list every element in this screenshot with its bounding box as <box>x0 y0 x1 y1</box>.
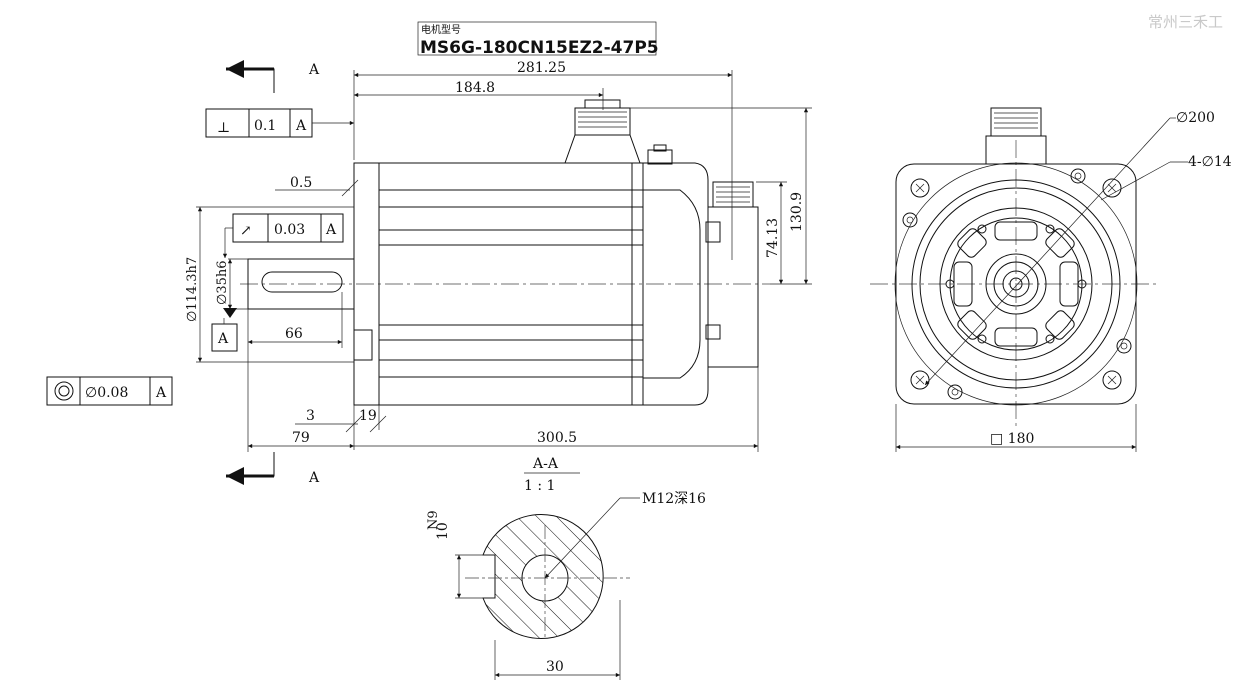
section-title: A-A <box>532 456 559 472</box>
front-dimensions: ∅200 4-∅14 □ 180 <box>895 110 1232 452</box>
dim-overall-length-top: 281.25 <box>517 60 566 76</box>
section-key-tolerance: N9 <box>426 510 441 530</box>
power-connector <box>564 99 641 164</box>
runout-frame: ↗ 0.03 A <box>222 213 344 258</box>
dim-key-length: 66 <box>285 326 303 342</box>
svg-text:⊥: ⊥ <box>217 120 230 136</box>
dim-bolt-circle: ∅200 <box>1176 110 1215 126</box>
dim-shaft-length: 79 <box>292 430 310 446</box>
dim-flange-thickness: 19 <box>359 408 377 424</box>
flange-square <box>895 163 1137 405</box>
perpendicularity-frame: ⊥ 0.1 A <box>205 108 354 138</box>
svg-text:0.1: 0.1 <box>254 118 276 134</box>
section-letter-bottom: A <box>308 470 320 486</box>
side-view <box>240 99 770 406</box>
svg-text:A: A <box>155 385 167 401</box>
svg-text:↗: ↗ <box>240 223 252 239</box>
dim-encoder-height: 130.9 <box>789 192 805 232</box>
dim-pilot-diameter: ∅114.3h7 <box>185 257 200 322</box>
svg-text:A: A <box>325 222 337 238</box>
front-view <box>870 107 1188 430</box>
svg-text:0.03: 0.03 <box>274 222 305 238</box>
rear-cap <box>642 162 709 406</box>
model-label: 电机型号 MS6G-180CN15EZ2-47P5 <box>417 21 659 58</box>
dim-shoulder: 3 <box>306 408 315 424</box>
shaft-key <box>261 271 343 293</box>
svg-text:∅0.08: ∅0.08 <box>85 385 128 401</box>
dim-body-length: 300.5 <box>537 430 577 446</box>
side-dimensions: 281.25 184.8 130.9 74.13 0.5 ∅114.3h7 ∅3… <box>185 60 812 452</box>
encoder-connector <box>705 181 759 368</box>
section-diameter: 30 <box>546 659 564 675</box>
concentricity-frame: ∅0.08 A <box>46 376 173 406</box>
dim-flange-square: □ 180 <box>990 431 1034 447</box>
section-scale: 1 : 1 <box>524 478 555 494</box>
model-caption: 电机型号 <box>421 23 461 36</box>
section-view: A-A 1 : 1 M12深16 10 N9 30 <box>426 456 706 680</box>
section-letter-top: A <box>308 62 320 78</box>
section-marker-bottom: A <box>226 452 320 486</box>
dim-mount-holes: 4-∅14 <box>1188 154 1232 170</box>
dim-shaft-diameter: ∅35h6 <box>215 260 230 305</box>
dim-flange-gap: 0.5 <box>290 175 312 191</box>
section-thread-callout: M12深16 <box>642 491 706 507</box>
model-name: MS6G-180CN15EZ2-47P5 <box>420 38 659 58</box>
svg-text:A: A <box>295 118 307 134</box>
svg-text:A: A <box>217 331 229 347</box>
bolt-circle <box>894 162 1138 406</box>
dim-encoder-offset: 74.13 <box>765 218 781 258</box>
watermark: 常州三禾工 <box>1148 13 1223 31</box>
dim-connector-offset: 184.8 <box>455 80 495 96</box>
datum-box: A <box>211 318 238 352</box>
section-marker-top: A <box>226 60 320 93</box>
section-key-width: 10 <box>435 522 451 540</box>
